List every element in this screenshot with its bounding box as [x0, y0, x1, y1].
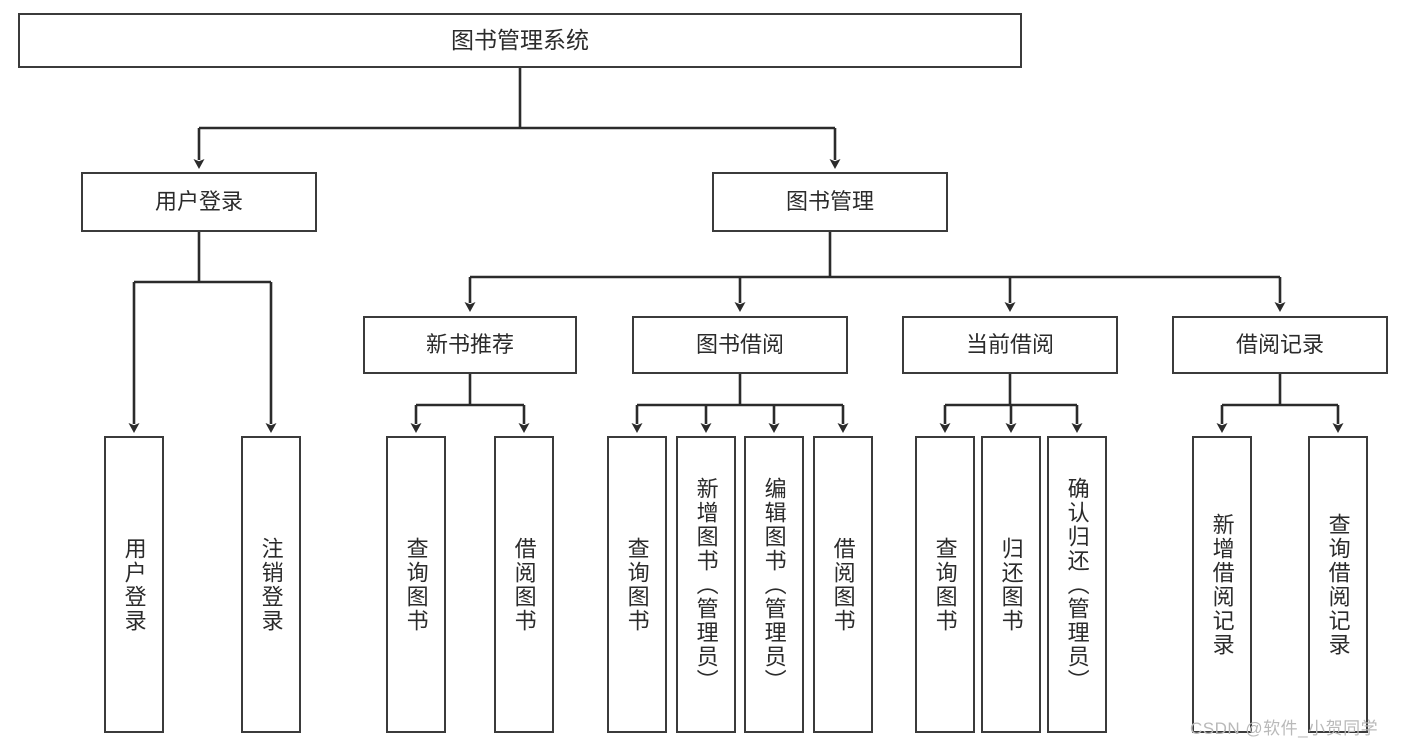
node-label: 归还图书 — [998, 536, 1024, 633]
leaf-records-add-record[interactable]: 新增借阅记录 — [1192, 436, 1252, 733]
leaf-newbook-query-book[interactable]: 查询图书 — [386, 436, 446, 733]
node-label: 图书管理系统 — [451, 26, 589, 53]
node-label: 查询借阅记录 — [1325, 512, 1351, 657]
leaf-borrow-edit-book-admin[interactable]: 编辑图书（管理员） — [744, 436, 804, 733]
csdn-watermark: CSDN @软件_小贺同学 — [1190, 719, 1379, 738]
leaf-records-query-record[interactable]: 查询借阅记录 — [1308, 436, 1368, 733]
node-label: 注销登录 — [258, 536, 284, 633]
leaf-current-return-book[interactable]: 归还图书 — [981, 436, 1041, 733]
leaf-borrow-borrow-book[interactable]: 借阅图书 — [813, 436, 873, 733]
node-label: 新增图书（管理员） — [693, 476, 719, 693]
node-label: 新增借阅记录 — [1209, 512, 1235, 657]
node-label: 用户登录 — [121, 536, 147, 633]
node-label: 新书推荐 — [425, 331, 514, 357]
node-label: 图书管理 — [785, 188, 874, 214]
leaf-logout[interactable]: 注销登录 — [241, 436, 301, 733]
node-label: 借阅图书 — [511, 536, 537, 633]
node-user-login[interactable]: 用户登录 — [81, 172, 317, 232]
node-label: 查询图书 — [624, 536, 650, 633]
node-label: 借阅图书 — [830, 536, 856, 633]
node-label: 用户登录 — [154, 188, 243, 214]
node-new-book-recommend[interactable]: 新书推荐 — [363, 316, 577, 374]
leaf-newbook-borrow-book[interactable]: 借阅图书 — [494, 436, 554, 733]
node-label: 编辑图书（管理员） — [761, 476, 787, 693]
leaf-current-query-book[interactable]: 查询图书 — [915, 436, 975, 733]
leaf-user-login[interactable]: 用户登录 — [104, 436, 164, 733]
node-book-borrow[interactable]: 图书借阅 — [632, 316, 848, 374]
leaf-borrow-add-book-admin[interactable]: 新增图书（管理员） — [676, 436, 736, 733]
node-label: 查询图书 — [403, 536, 429, 633]
node-label: 当前借阅 — [965, 331, 1054, 357]
node-label: 查询图书 — [932, 536, 958, 633]
node-borrow-records[interactable]: 借阅记录 — [1172, 316, 1388, 374]
node-current-borrow[interactable]: 当前借阅 — [902, 316, 1118, 374]
node-root-system[interactable]: 图书管理系统 — [18, 13, 1022, 68]
node-label: 借阅记录 — [1235, 331, 1324, 357]
node-label: 图书借阅 — [695, 331, 784, 357]
leaf-current-confirm-return-admin[interactable]: 确认归还（管理员） — [1047, 436, 1107, 733]
leaf-borrow-query-book[interactable]: 查询图书 — [607, 436, 667, 733]
node-label: 确认归还（管理员） — [1064, 476, 1090, 693]
node-book-management[interactable]: 图书管理 — [712, 172, 948, 232]
